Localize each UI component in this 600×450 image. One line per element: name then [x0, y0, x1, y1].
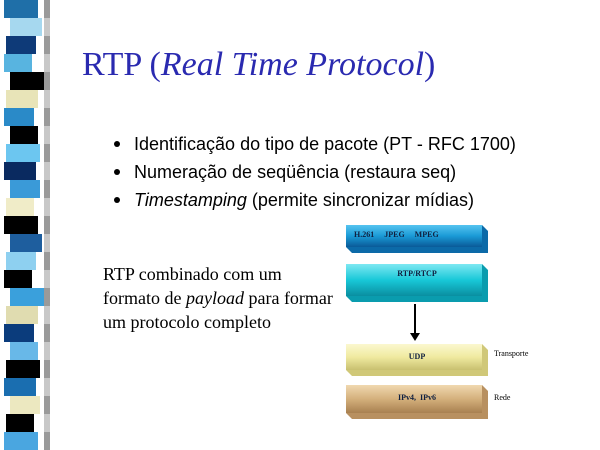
strip-band [4, 324, 34, 342]
strip-band [10, 342, 38, 360]
strip-edge [44, 126, 50, 144]
strip-band [6, 90, 38, 108]
strip-band [4, 378, 36, 396]
strip-band [10, 126, 38, 144]
bullet-italic-prefix: Timestamping [134, 190, 247, 210]
strip-edge [44, 108, 50, 126]
strip-edge [44, 414, 50, 432]
body-text-part1: RTP combinado com um formato de [103, 264, 282, 308]
layer-shape [346, 344, 488, 376]
layer-rtp-rtcp: RTP/RTCP [346, 262, 488, 302]
bullet-text: (permite sincronizar mídias) [246, 190, 474, 210]
strip-band [10, 72, 44, 90]
strip-edge [44, 72, 50, 90]
strip-edge [44, 18, 50, 36]
strip-edge [44, 360, 50, 378]
strip-band [6, 306, 38, 324]
strip-band [4, 216, 38, 234]
strip-edge [44, 324, 50, 342]
layer-label: UDP [408, 351, 426, 361]
strip-edge [44, 54, 50, 72]
strip-edge [44, 144, 50, 162]
bullet-item: Timestamping (permite sincronizar mídias… [110, 186, 516, 214]
strip-band [6, 360, 40, 378]
strip-band [4, 54, 32, 72]
strip-edge [44, 180, 50, 198]
layer-shape [346, 225, 488, 253]
layer-shape [346, 264, 488, 302]
strip-edge [44, 0, 50, 18]
strip-edge [44, 270, 50, 288]
layer-ip: IPv4, IPv6 [346, 383, 488, 419]
bullet-item: Numeração de seqüência (restaura seq) [110, 158, 516, 186]
bullet-text: Identificação do tipo de pacote (PT - RF… [134, 134, 516, 154]
title-italic: Real Time Protocol [160, 46, 425, 83]
body-text-part2: para formar um protocolo completo [103, 288, 333, 332]
layer-udp: UDP [346, 342, 488, 376]
layer-label: RTP/RTCP [397, 268, 437, 278]
slide-title: RTP (Real Time Protocol) [82, 46, 435, 84]
bullet-icon [114, 169, 120, 175]
strip-band [4, 270, 32, 288]
strip-edge [44, 234, 50, 252]
bullet-icon [114, 197, 120, 203]
strip-band [6, 414, 34, 432]
strip-band [6, 198, 34, 216]
body-paragraph: RTP combinado com um formato de payload … [103, 262, 333, 334]
strip-band [6, 252, 36, 270]
strip-edge [44, 36, 50, 54]
layer-label: IPv4, IPv6 [398, 392, 436, 402]
decorative-color-strip [0, 0, 64, 450]
strip-band [10, 396, 40, 414]
strip-band [6, 36, 36, 54]
layer-label: H.261 JPEG MPEG [354, 230, 439, 239]
strip-band [10, 288, 44, 306]
layer-media-formats: H.261 JPEG MPEG [346, 223, 488, 253]
strip-edge [44, 198, 50, 216]
strip-band [10, 180, 40, 198]
strip-band [4, 0, 38, 18]
strip-edge [44, 162, 50, 180]
strip-edge [44, 378, 50, 396]
side-label-network: Rede [494, 393, 511, 402]
bullet-icon [114, 141, 120, 147]
title-end: ) [424, 46, 436, 83]
strip-band [6, 144, 40, 162]
strip-edge [44, 432, 50, 450]
strip-band [10, 18, 42, 36]
layer-shape [346, 385, 488, 419]
arrow-down-icon [410, 304, 420, 341]
side-label-transport: Transporte [494, 349, 529, 358]
strip-band [4, 162, 36, 180]
title-main: RTP ( [82, 46, 161, 83]
strip-edge [44, 216, 50, 234]
strip-edge [44, 288, 50, 306]
strip-band [4, 108, 34, 126]
strip-edge [44, 90, 50, 108]
strip-edge [44, 396, 50, 414]
strip-band [10, 234, 42, 252]
bullet-list: Identificação do tipo de pacote (PT - RF… [110, 130, 516, 214]
strip-band [4, 432, 38, 450]
strip-edge [44, 306, 50, 324]
bullet-item: Identificação do tipo de pacote (PT - RF… [110, 130, 516, 158]
strip-edge [44, 342, 50, 360]
bullet-text: Numeração de seqüência (restaura seq) [134, 162, 457, 182]
strip-edge [44, 252, 50, 270]
body-text-italic: payload [185, 288, 244, 308]
